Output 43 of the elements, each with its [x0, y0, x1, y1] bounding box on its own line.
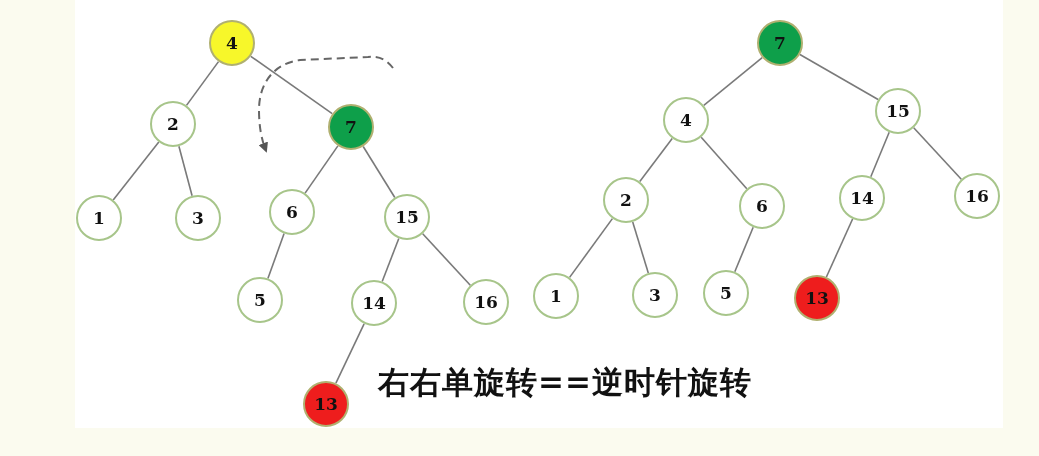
- node-value: 14: [850, 189, 874, 207]
- tree-edge: [362, 145, 396, 199]
- tree-edge: [381, 237, 400, 283]
- tree-edge: [870, 131, 890, 178]
- tree-edge: [267, 232, 285, 280]
- node-value: 5: [720, 284, 732, 302]
- tree-edge: [703, 56, 763, 107]
- node-value: 15: [395, 208, 419, 226]
- node-value: 7: [345, 118, 357, 136]
- node-value: 6: [756, 197, 768, 215]
- tree-edge: [335, 323, 365, 384]
- node-value: 2: [620, 191, 632, 209]
- node-value: 13: [805, 289, 829, 307]
- node-value: 7: [774, 34, 786, 52]
- tree-edge: [639, 137, 673, 183]
- node-value: 3: [649, 286, 661, 304]
- tree-edge: [250, 55, 333, 115]
- node-value: 4: [680, 111, 692, 129]
- node-value: 2: [167, 115, 179, 133]
- node-value: 4: [226, 34, 238, 52]
- node-value: 3: [192, 209, 204, 227]
- tree-edge: [799, 53, 879, 101]
- tree-edge: [185, 60, 220, 107]
- node-value: 13: [314, 395, 338, 413]
- node-value: 16: [965, 187, 989, 205]
- tree-edge: [421, 233, 472, 286]
- node-value: 14: [362, 294, 386, 312]
- node-value: 1: [550, 287, 562, 305]
- node-value: 15: [886, 102, 910, 120]
- node-value: 5: [254, 291, 266, 309]
- tree-edge: [912, 127, 963, 180]
- node-value: 16: [474, 293, 498, 311]
- tree-edge: [304, 145, 339, 194]
- caption-text: 右右单旋转==逆时针旋转: [378, 364, 752, 402]
- tree-edge: [568, 217, 614, 279]
- tree-edge: [631, 221, 650, 274]
- tree-edge: [112, 141, 160, 201]
- tree-edge: [700, 136, 748, 190]
- node-value: 1: [93, 209, 105, 227]
- node-value: 6: [286, 203, 298, 221]
- tree-edge: [734, 226, 754, 273]
- tree-edge: [178, 145, 193, 197]
- tree-edge: [825, 218, 854, 278]
